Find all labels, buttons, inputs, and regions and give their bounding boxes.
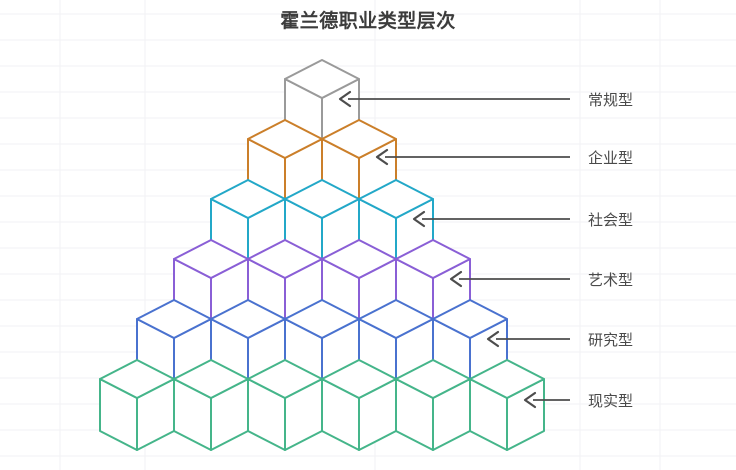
type-label-0: 常规型	[588, 92, 634, 109]
callout-5	[523, 391, 570, 409]
type-label-4: 研究型	[588, 332, 634, 349]
type-label-1: 企业型	[588, 150, 634, 167]
cube-face-top	[210, 299, 286, 339]
cube	[395, 359, 471, 451]
type-label-2: 社会型	[588, 212, 634, 229]
cube-face-top	[432, 299, 508, 339]
page-title: 霍兰德职业类型层次	[280, 11, 456, 32]
cube-face-top	[358, 179, 434, 219]
cube-face-top	[247, 119, 323, 159]
cube-face-top	[173, 239, 249, 279]
callout-arrow-icon	[375, 148, 389, 166]
cube-face-top	[321, 359, 397, 399]
callout-arrow-icon	[449, 270, 463, 288]
pyramid-row-5	[99, 359, 545, 451]
cube-face-top	[321, 119, 397, 159]
cube-face-top	[136, 299, 212, 339]
cube	[469, 359, 545, 451]
type-label-5: 现实型	[588, 393, 634, 410]
cube-face-top	[284, 59, 360, 99]
callout-arrow-icon	[412, 210, 426, 228]
cube-face-top	[210, 179, 286, 219]
callout-arrow-icon	[486, 330, 500, 348]
callout-arrow-icon	[338, 90, 352, 108]
cube	[173, 359, 249, 451]
callout-arrow-icon	[523, 391, 537, 409]
cube-face-top	[469, 359, 545, 399]
cube	[321, 359, 397, 451]
cube-face-top	[99, 359, 175, 399]
cube-face-top	[321, 239, 397, 279]
pyramid-row-3	[173, 239, 471, 331]
cube-face-top	[247, 239, 323, 279]
cube-face-top	[395, 359, 471, 399]
pyramid-row-1	[247, 119, 397, 211]
cube	[99, 359, 175, 451]
type-label-3: 艺术型	[588, 272, 634, 289]
cube-face-top	[247, 359, 323, 399]
callout-2	[412, 210, 570, 228]
callout-3	[449, 270, 570, 288]
cube-face-top	[358, 299, 434, 339]
cube-face-top	[173, 359, 249, 399]
cube-face-top	[284, 179, 360, 219]
cube-face-top	[284, 299, 360, 339]
callout-0	[338, 90, 570, 108]
cube-face-top	[395, 239, 471, 279]
callout-4	[486, 330, 570, 348]
cube	[247, 359, 323, 451]
callout-1	[375, 148, 570, 166]
